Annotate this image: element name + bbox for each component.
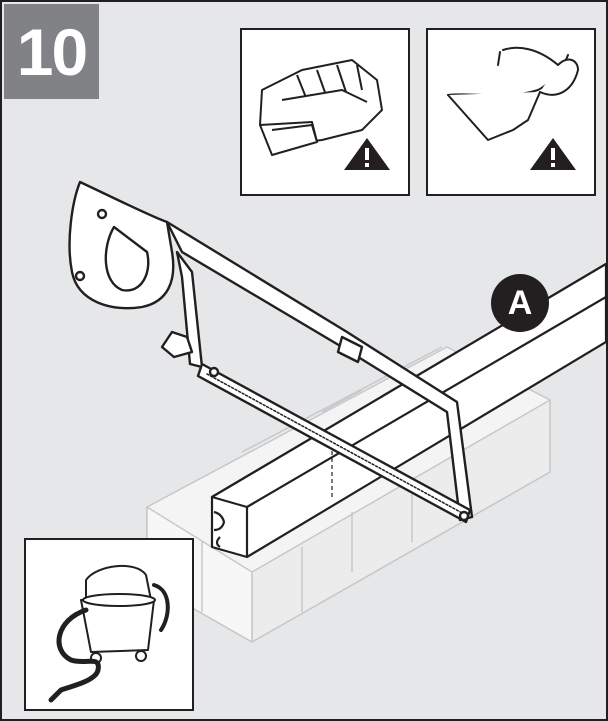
hacksaw <box>68 180 474 524</box>
step-number-badge: 10 <box>4 4 99 99</box>
safety-glasses-icon <box>447 46 579 141</box>
shop-vacuum-icon <box>48 564 170 703</box>
warning-triangle-icon <box>530 138 576 170</box>
warning-triangle-icon <box>344 138 390 170</box>
glasses-panel <box>426 28 596 196</box>
vacuum-panel <box>24 538 194 711</box>
gloves-panel <box>240 28 410 196</box>
work-gloves-icon <box>259 59 383 156</box>
callout-a: A <box>491 274 549 332</box>
